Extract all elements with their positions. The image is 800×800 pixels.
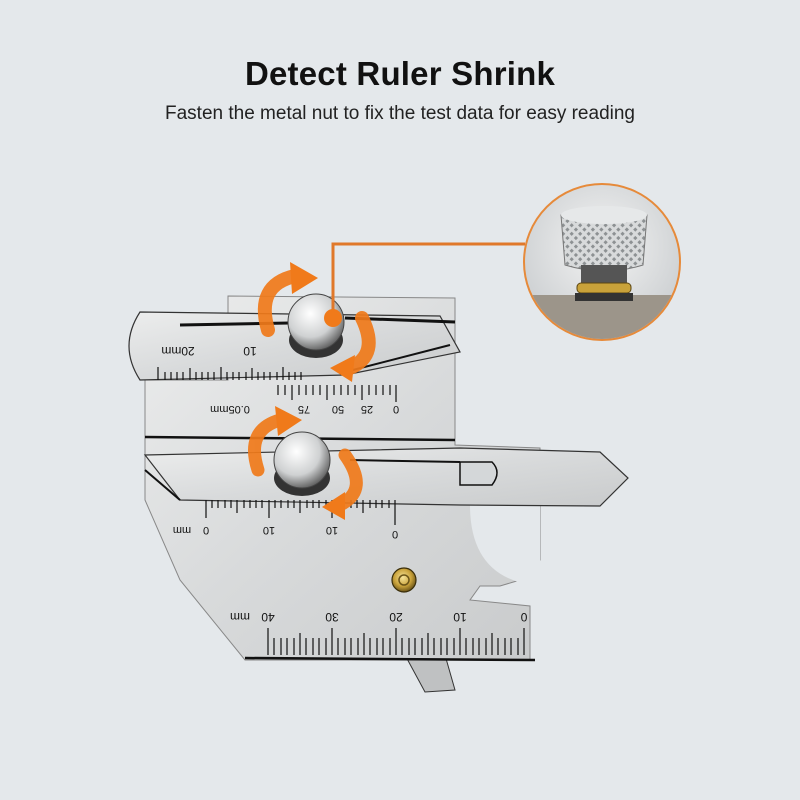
lower-knurled-nut-icon <box>273 431 331 496</box>
page-subtitle: Fasten the metal nut to fix the test dat… <box>165 103 635 124</box>
vernier-label-0: 0 <box>393 403 399 415</box>
middle-label-0: 0 <box>203 524 209 536</box>
middle-label-mm: mm <box>173 524 191 536</box>
vernier-ticks <box>277 385 397 402</box>
vernier-label-25: 25 <box>361 403 373 415</box>
upper-scale-ticks <box>157 367 302 380</box>
bottom-label-0: 0 <box>520 610 527 624</box>
callout-dot-icon <box>324 309 342 327</box>
bottom-label-40: 40 <box>261 610 275 624</box>
knurled-nut-closeup-icon <box>525 206 679 339</box>
middle-label-10b: 10 <box>326 524 338 536</box>
middle-slider <box>143 447 629 507</box>
middle-label-10a: 10 <box>263 524 275 536</box>
bottom-label-20: 20 <box>389 610 403 624</box>
bottom-label-10: 10 <box>453 610 467 624</box>
upper-knurled-nut-icon <box>287 293 345 358</box>
vernier-label-50: 50 <box>332 403 344 415</box>
upper-rotate-arrows-icon <box>257 269 376 375</box>
upper-scale-label-20mm: 20mm <box>161 344 194 358</box>
middle-scale-ticks <box>205 500 396 525</box>
upper-scale-label-10: 10 <box>243 344 257 358</box>
bottom-label-mm: mm <box>230 610 250 624</box>
brass-rivet-icon <box>391 567 417 593</box>
nut-closeup-inset <box>523 183 681 341</box>
bottom-scale-ticks <box>267 628 525 655</box>
callout-line <box>331 242 525 315</box>
vernier-label-75: 75 <box>298 403 310 415</box>
bottom-label-30: 30 <box>325 610 339 624</box>
middle-label-0b: 0 <box>392 528 398 540</box>
vernier-label-0-05mm: 0.05mm <box>210 403 250 415</box>
page-title: Detect Ruler Shrink <box>244 55 556 92</box>
